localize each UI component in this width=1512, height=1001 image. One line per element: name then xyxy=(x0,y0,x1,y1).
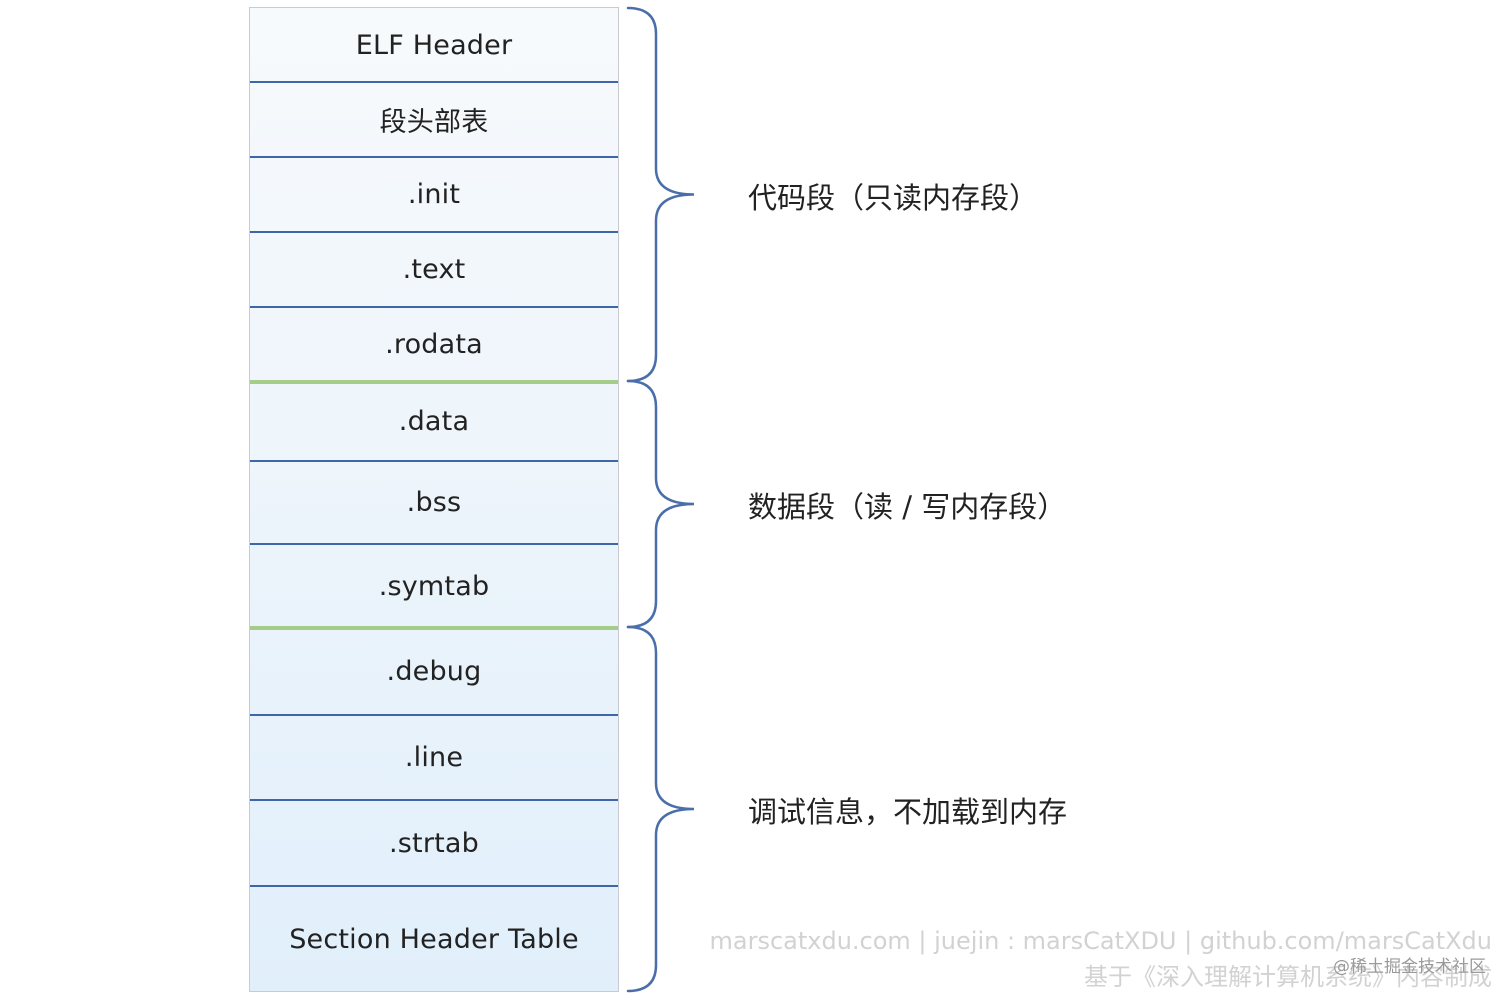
label-debug-info: 调试信息，不加载到内存 xyxy=(748,795,1068,829)
group-boundary-code-data xyxy=(250,380,618,384)
section-rodata: .rodata xyxy=(385,329,483,360)
section-debug: .debug xyxy=(386,656,482,687)
section-header-table: Section Header Table xyxy=(289,924,579,955)
group-boundary-data-debug xyxy=(250,626,618,630)
section-divider xyxy=(250,885,618,887)
section-init: .init xyxy=(407,179,461,210)
section-text: .text xyxy=(402,254,466,285)
brace-code-segment xyxy=(626,6,695,383)
section-divider xyxy=(250,231,618,233)
elf-section-stack: ELF Header 段头部表 .init .text .rodata .dat… xyxy=(249,7,619,992)
brace-debug-info xyxy=(626,625,695,993)
section-divider xyxy=(250,306,618,308)
section-symtab: .symtab xyxy=(378,570,490,602)
watermark-source: 基于《深入理解计算机系统》内容制成 xyxy=(1084,963,1492,991)
label-data-segment: 数据段（读 / 写内存段） xyxy=(748,490,1067,524)
section-bss: .bss xyxy=(406,487,462,518)
section-divider xyxy=(250,156,618,158)
brace-data-segment xyxy=(626,379,695,629)
section-divider xyxy=(250,799,618,801)
section-divider xyxy=(250,543,618,545)
section-segment-header-table: 段头部表 xyxy=(379,107,489,138)
watermark-credits: marscatxdu.com | juejin : marsCatXDU | g… xyxy=(709,927,1492,955)
section-divider xyxy=(250,81,618,83)
section-line: .line xyxy=(404,742,464,773)
section-divider xyxy=(250,460,618,462)
section-strtab: .strtab xyxy=(388,827,479,859)
section-elf-header: ELF Header xyxy=(355,29,513,61)
section-divider xyxy=(250,714,618,716)
watermark-platform-tag: @稀土掘金技术社区 xyxy=(1333,957,1486,977)
section-data: .data xyxy=(398,406,470,437)
label-code-segment: 代码段（只读内存段） xyxy=(748,180,1039,215)
